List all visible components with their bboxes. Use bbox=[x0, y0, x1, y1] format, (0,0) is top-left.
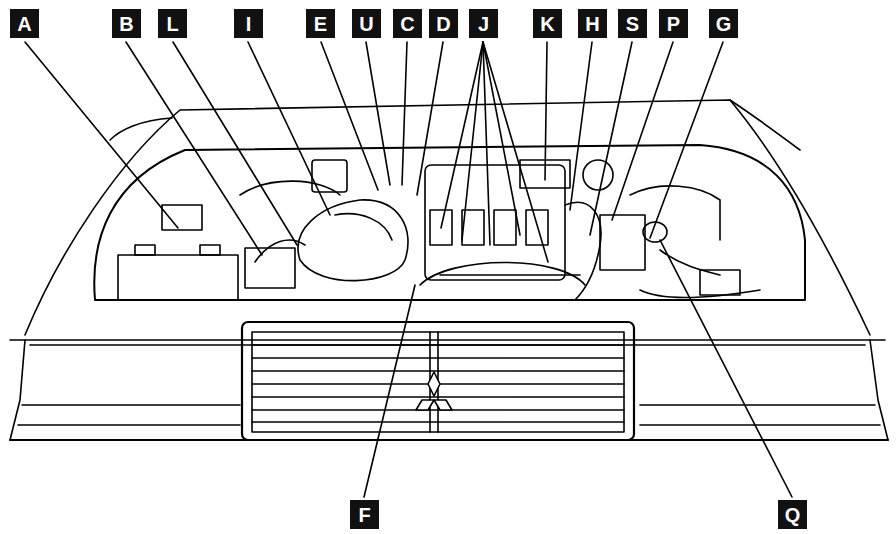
callout-letter: U bbox=[352, 9, 381, 38]
callout-text: B bbox=[119, 14, 133, 34]
callout-text: U bbox=[359, 14, 373, 34]
callout-text: A bbox=[17, 14, 31, 34]
callout-text: Q bbox=[785, 505, 801, 525]
callout-letter: S bbox=[618, 9, 647, 38]
callout-letter: G bbox=[709, 9, 738, 38]
callout-text: J bbox=[478, 14, 489, 34]
callout-text: D bbox=[436, 14, 450, 34]
callout-text: C bbox=[400, 14, 414, 34]
callout-letter: F bbox=[350, 500, 379, 529]
callout-text: L bbox=[166, 14, 178, 34]
callout-letter: L bbox=[158, 9, 187, 38]
callout-text: G bbox=[716, 14, 732, 34]
callout-letter: D bbox=[429, 9, 458, 38]
callout-text: I bbox=[246, 14, 252, 34]
callout-letter: C bbox=[393, 9, 422, 38]
callout-letter: H bbox=[578, 9, 607, 38]
callout-letter: A bbox=[10, 9, 39, 38]
callout-letter: K bbox=[533, 9, 562, 38]
callout-text: S bbox=[626, 14, 639, 34]
callout-letter: J bbox=[469, 9, 498, 38]
callout-letter: E bbox=[306, 9, 335, 38]
callout-letter: P bbox=[659, 9, 688, 38]
callout-letter: B bbox=[112, 9, 141, 38]
callout-text: H bbox=[585, 14, 599, 34]
callout-text: E bbox=[314, 14, 327, 34]
callout-text: K bbox=[540, 14, 554, 34]
callout-letter: I bbox=[234, 9, 263, 38]
callout-text: P bbox=[667, 14, 680, 34]
callout-letter: Q bbox=[778, 500, 807, 529]
callout-text: F bbox=[358, 505, 370, 525]
